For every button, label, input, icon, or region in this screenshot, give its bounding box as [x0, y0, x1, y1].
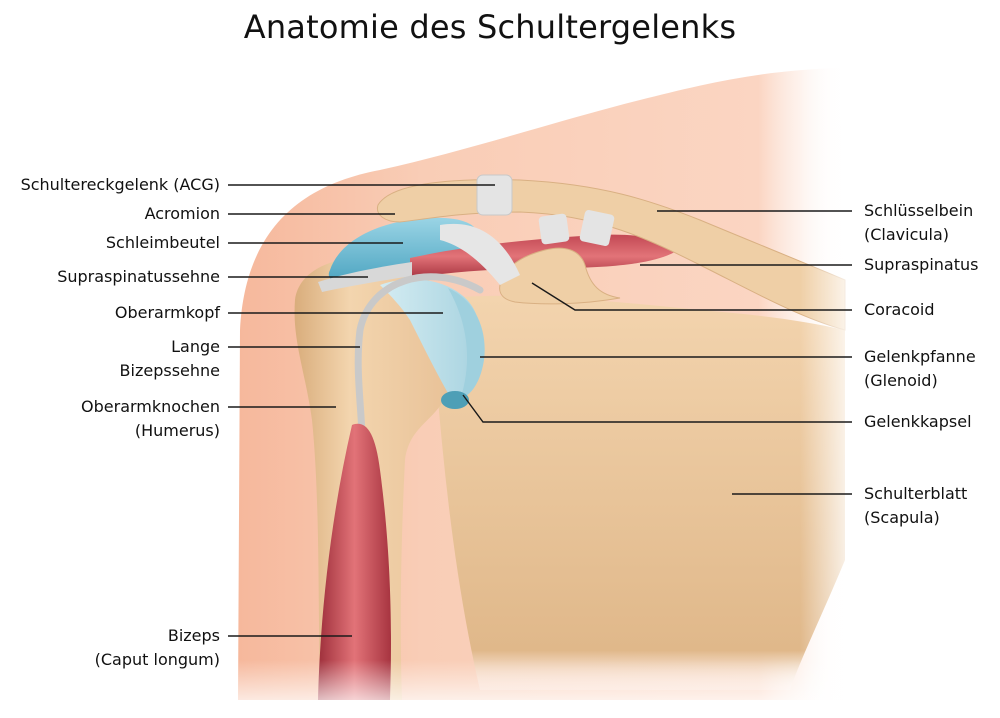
- coracoid-bone: [499, 247, 621, 305]
- long-biceps-tendon: [354, 273, 484, 444]
- label-humerus: Oberarmknochen (Humerus): [81, 397, 220, 440]
- label-long-biceps-tendon: Lange Bizepssehne: [119, 337, 220, 380]
- label-coracoid: Coracoid: [864, 300, 935, 319]
- coracoclavicular-ligament-1: [538, 213, 570, 245]
- label-biceps: Bizeps (Caput longum): [94, 626, 220, 669]
- scapula-bone: [430, 295, 845, 690]
- label-supraspinatus: Supraspinatus: [864, 255, 979, 274]
- coracoclavicular-ligament-2: [579, 209, 615, 247]
- label-scapula: Schulterblatt (Scapula): [864, 484, 968, 527]
- leader-lines-right: [462, 210, 852, 495]
- joint-capsule: [441, 391, 469, 409]
- label-supraspinatus-tendon: Supraspinatussehne: [57, 267, 220, 286]
- humeral-head-cartilage: [380, 279, 480, 400]
- ac-ligament: [476, 174, 513, 216]
- biceps-muscle: [318, 423, 391, 700]
- leader-lines-left: [228, 184, 495, 637]
- coracoacromial-ligament: [440, 223, 520, 285]
- label-bursa: Schleimbeutel: [105, 233, 220, 252]
- glenoid: [448, 288, 485, 400]
- label-clavicle: Schlüsselbein (Clavicula): [864, 201, 974, 244]
- label-glenoid: Gelenkpfanne (Glenoid): [864, 347, 976, 390]
- label-humeral-head: Oberarmkopf: [114, 303, 220, 322]
- diagram-title: Anatomie des Schultergelenks: [243, 8, 737, 46]
- label-acromion: Acromion: [144, 204, 220, 223]
- label-joint-capsule: Gelenkkapsel: [864, 412, 972, 431]
- label-acg: Schultereckgelenk (ACG): [20, 175, 220, 194]
